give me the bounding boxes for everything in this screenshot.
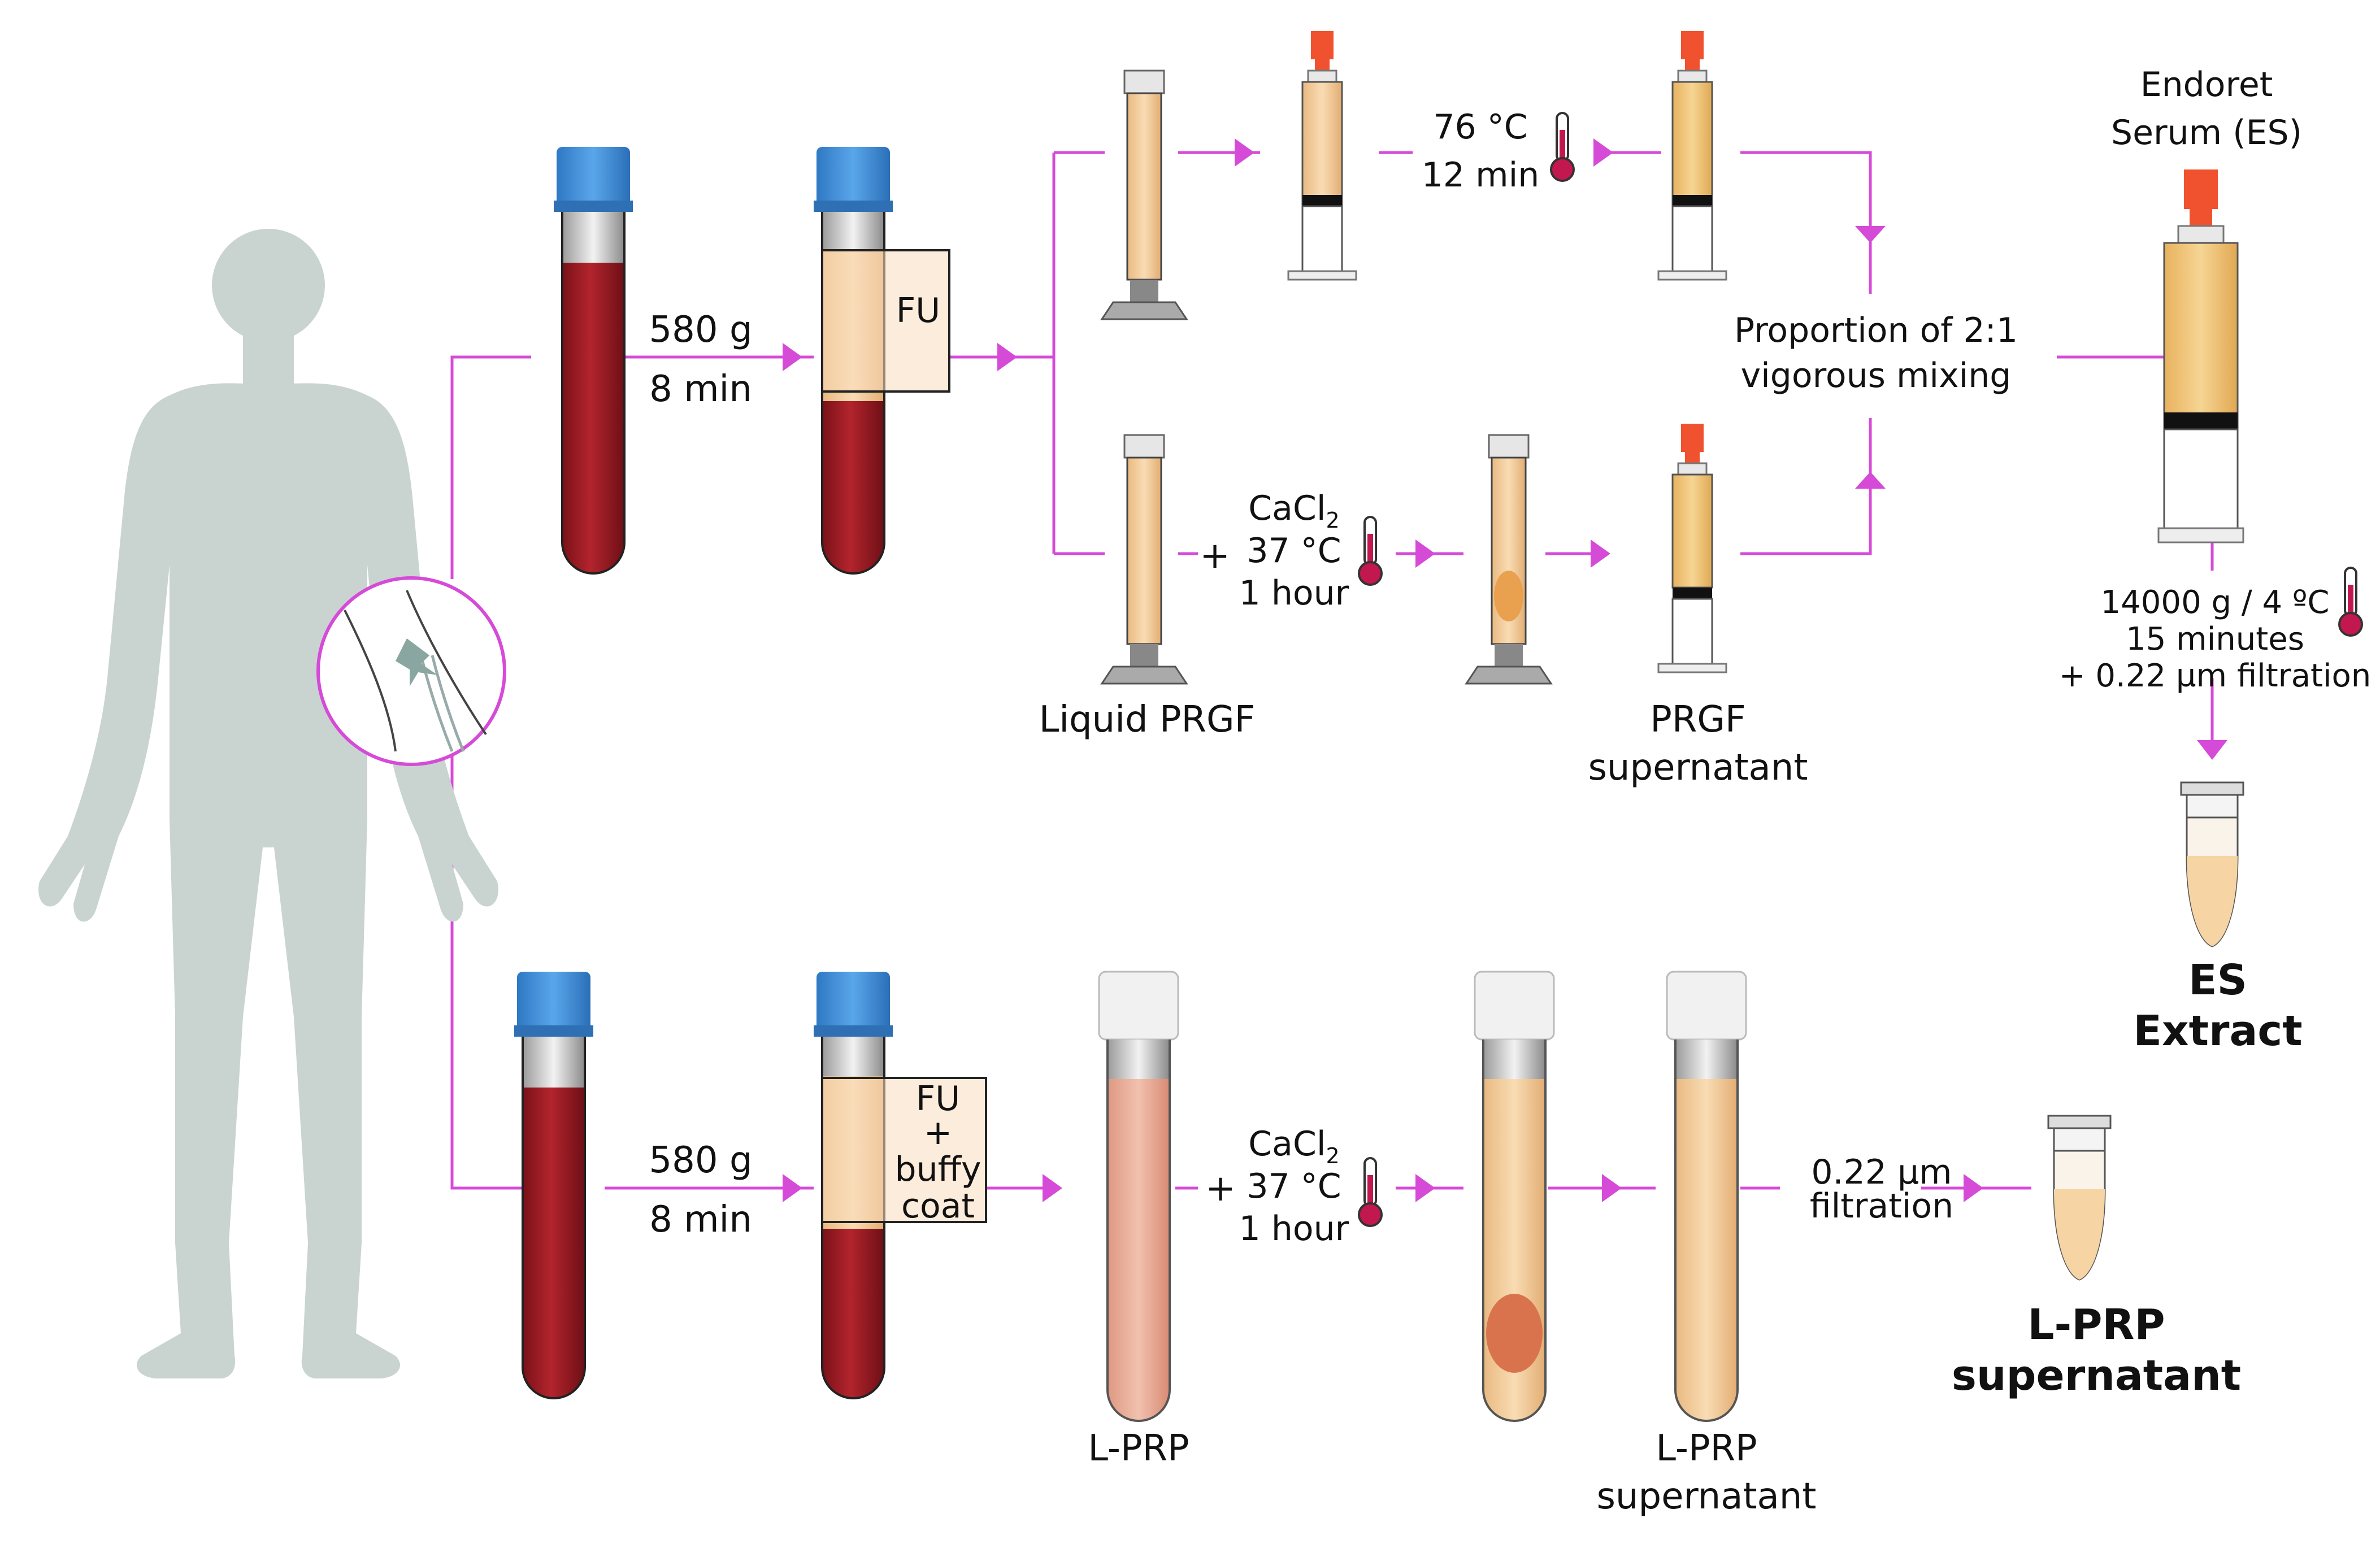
- arrowhead: [1235, 138, 1254, 167]
- eppendorf-tube-icon: [2180, 781, 2244, 947]
- thermometer-icon: [1358, 1157, 1383, 1227]
- es-extract-line1: ES: [2188, 956, 2247, 1004]
- bottom-fraction-line2: +: [924, 1113, 952, 1152]
- syringe-icon: [1657, 31, 1727, 281]
- filter-line1: 0.22 µm: [1811, 1152, 1952, 1192]
- bottom-cacl-time: 1 hour: [1239, 1209, 1349, 1249]
- bottom-fraction-line3: buffy: [895, 1150, 981, 1189]
- thermometer-icon: [1358, 516, 1383, 586]
- blood-tube-icon: [1666, 971, 1747, 1422]
- human-figure-icon: [38, 229, 498, 1378]
- bottom-fraction-line4: coat: [901, 1186, 975, 1226]
- heat-time: 12 min: [1422, 155, 1540, 195]
- top-cacl: CaCl2: [1248, 489, 1339, 533]
- spin-line3: + 0.22 µm filtration: [2059, 658, 2372, 694]
- arrowhead: [2197, 740, 2227, 760]
- top-cacl-time: 1 hour: [1239, 573, 1349, 613]
- filter-line2: filtration: [1810, 1186, 1953, 1226]
- syringe-icon: [1657, 424, 1727, 673]
- arrowhead: [1593, 138, 1613, 167]
- bottom-cacl-plus: +: [1205, 1168, 1236, 1210]
- bottom-centrifuge-time: 8 min: [649, 1199, 752, 1241]
- thermometer-icon: [1550, 112, 1575, 182]
- arrow-network: [450, 151, 2214, 1190]
- thermometer-icon: [2338, 567, 2363, 637]
- arrow-heads: [783, 138, 2227, 1202]
- lprp-supernatant-line1: L-PRP: [1656, 1428, 1757, 1469]
- top-centrifuge-g: 580 g: [649, 309, 752, 351]
- bottom-fraction-line1: FU: [916, 1079, 960, 1119]
- es-title-line1: Endoret: [2140, 65, 2273, 105]
- es-extract-line2: Extract: [2133, 1007, 2302, 1055]
- arrowhead: [1602, 1174, 1622, 1202]
- arrowhead: [1855, 226, 1886, 243]
- syringe-icon: [1100, 69, 1188, 320]
- final-line2: supernatant: [1952, 1351, 2241, 1400]
- arrowhead: [783, 343, 802, 371]
- top-cacl-temp: 37 °C: [1247, 531, 1341, 571]
- lprp-supernatant-line2: supernatant: [1597, 1476, 1817, 1517]
- bottom-centrifuge-g: 580 g: [649, 1139, 752, 1181]
- mixing-line2: vigorous mixing: [1741, 356, 2012, 395]
- blood-tube-icon: [1098, 971, 1179, 1422]
- blood-tube-icon: [554, 147, 633, 575]
- blood-tube-icon: [514, 972, 593, 1399]
- arrow-to-mixing-top: [1740, 151, 1872, 294]
- syringe-icon: [1465, 434, 1553, 685]
- arrow-human-top: [450, 355, 531, 579]
- arrow-human-bottom: [450, 746, 531, 1190]
- top-fu-label: FU: [896, 291, 940, 330]
- heat-temp: 76 °C: [1433, 107, 1527, 147]
- fu-fraction-box: [821, 249, 950, 393]
- arrowhead: [783, 1174, 802, 1202]
- arrowhead: [997, 343, 1017, 371]
- arrowhead: [1964, 1174, 1983, 1202]
- prgf-supernatant-line2: supernatant: [1588, 747, 1808, 789]
- spin-line2: 15 minutes: [2126, 621, 2304, 658]
- lprp-label: L-PRP: [1088, 1428, 1189, 1469]
- syringe-icon: [1287, 31, 1357, 281]
- syringe-icon: [1100, 434, 1188, 685]
- eppendorf-tube-icon: [2047, 1115, 2112, 1281]
- spin-line1: 14000 g / 4 ºC: [2101, 584, 2330, 621]
- arrowhead: [1415, 540, 1435, 568]
- top-cacl-plus: +: [1200, 535, 1230, 577]
- mixing-line1: Proportion of 2:1: [1734, 311, 2018, 350]
- fu-buffy-fraction-box: [821, 1077, 987, 1223]
- prgf-supernatant-line1: PRGF: [1650, 699, 1745, 741]
- arrowhead: [1855, 472, 1886, 489]
- final-line1: L-PRP: [2027, 1301, 2165, 1349]
- bottom-cacl-temp: 37 °C: [1247, 1167, 1341, 1206]
- arrowhead: [1415, 1174, 1435, 1202]
- arrowhead: [1591, 540, 1610, 568]
- es-title-line2: Serum (ES): [2111, 113, 2302, 153]
- arrowhead: [1043, 1174, 1062, 1202]
- vein-puncture-icon: [316, 576, 506, 766]
- syringe-icon: [2157, 169, 2244, 543]
- labels: 580 g 8 min FU 76 °C 12 min + CaCl2 37 °…: [649, 65, 2371, 1517]
- blood-tube-icon: [1474, 971, 1555, 1422]
- arrow-to-mixing-bottom: [1740, 418, 1872, 555]
- liquid-prgf-label: Liquid PRGF: [1039, 699, 1256, 741]
- top-centrifuge-time: 8 min: [649, 368, 752, 410]
- bottom-cacl: CaCl2: [1248, 1124, 1339, 1168]
